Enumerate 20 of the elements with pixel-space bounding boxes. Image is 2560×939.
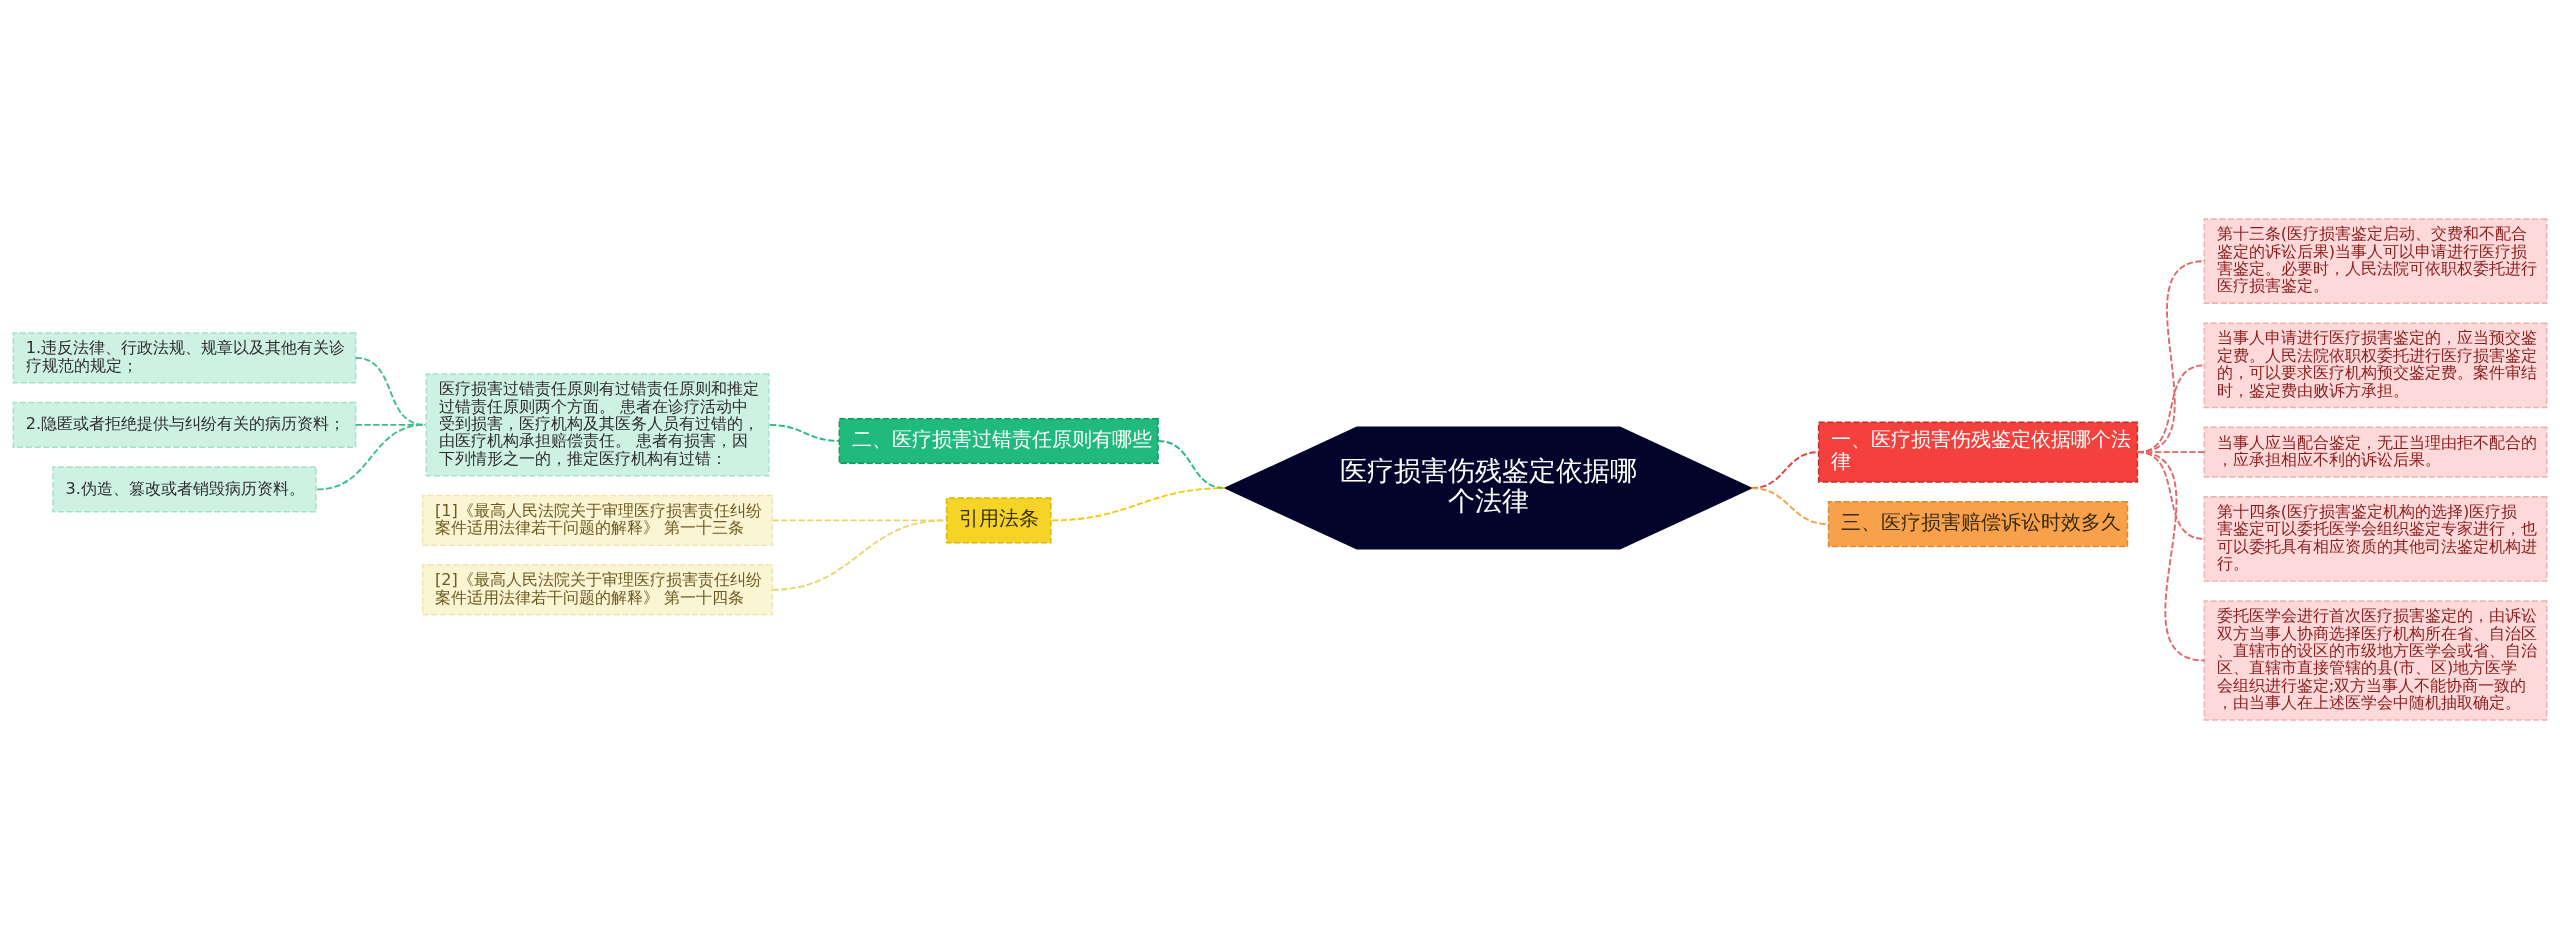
node-box: 3.伪造、篡改或者销毁病历资料。	[52, 466, 317, 513]
node-box: 1.违反法律、行政法规、规章以及其他有关诊疗规范的规定；	[12, 332, 357, 384]
connector	[316, 423, 426, 491]
node-box: 当事人申请进行医疗损害鉴定的，应当预交鉴定费。人民法院依职权委托进行医疗损害鉴定的，可以要求医疗机构预交鉴定费。案件审结时，鉴定费由败诉方承担。	[2203, 322, 2548, 409]
connector	[1051, 487, 1226, 522]
node-box: 三、医疗损害赔偿诉讼时效多久	[1827, 501, 2129, 548]
node-box: 医疗损害过错责任原则有过错责任原则和推定过错责任原则两个方面。 患者在诊疗活动中受到损害，医疗机构及其医务人员有过错的，由医疗机构承担赔偿责任。 患者有损害，因下列情形之一的，推定医疗机构有过错：	[425, 373, 770, 477]
connector	[2136, 451, 2206, 662]
node-box: 引用法条	[945, 497, 1052, 544]
node-box: 2.隐匿或者拒绝提供与纠纷有关的病历资料；	[12, 401, 357, 448]
node-box: 一、医疗损害伤残鉴定依据哪个法律	[1817, 421, 2139, 483]
node-box: 第十四条(医疗损害鉴定机构的选择)医疗损害鉴定可以委托医学会组织鉴定专家进行，也可以委托具有相应资质的其他司法鉴定机构进行。	[2203, 496, 2548, 582]
node-box: 第十三条(医疗损害鉴定启动、交费和不配合鉴定的诉讼后果)当事人可以申请进行医疗损害鉴定。必要时，人民法院可依职权委托进行医疗损害鉴定。	[2203, 218, 2548, 305]
connector	[354, 356, 426, 426]
node-box: 二、医疗损害过错责任原则有哪些	[838, 417, 1159, 465]
connector	[768, 423, 841, 442]
node-box: 委托医学会进行首次医疗损害鉴定的，由诉讼双方当事人协商选择医疗机构所在省、自治区、直辖市的设区的市级地方医学会或省、自治区、直辖市直接管辖的县(市、区)地方医学会组织进行鉴定;双方当事人不能协商一致的，由当事人在上述医学会中随机抽取确定。	[2203, 600, 2548, 721]
node-box: 当事人应当配合鉴定，无正当理由拒不配合的，应承担相应不利的诉讼后果。	[2203, 426, 2548, 478]
node-box: [2]《最高人民法院关于审理医疗损害责任纠纷案件适用法律若干问题的解释》 第一十四条	[421, 564, 774, 616]
node-box: [1]《最高人民法院关于审理医疗损害责任纠纷案件适用法律若干问题的解释》 第一十三条	[421, 494, 774, 546]
